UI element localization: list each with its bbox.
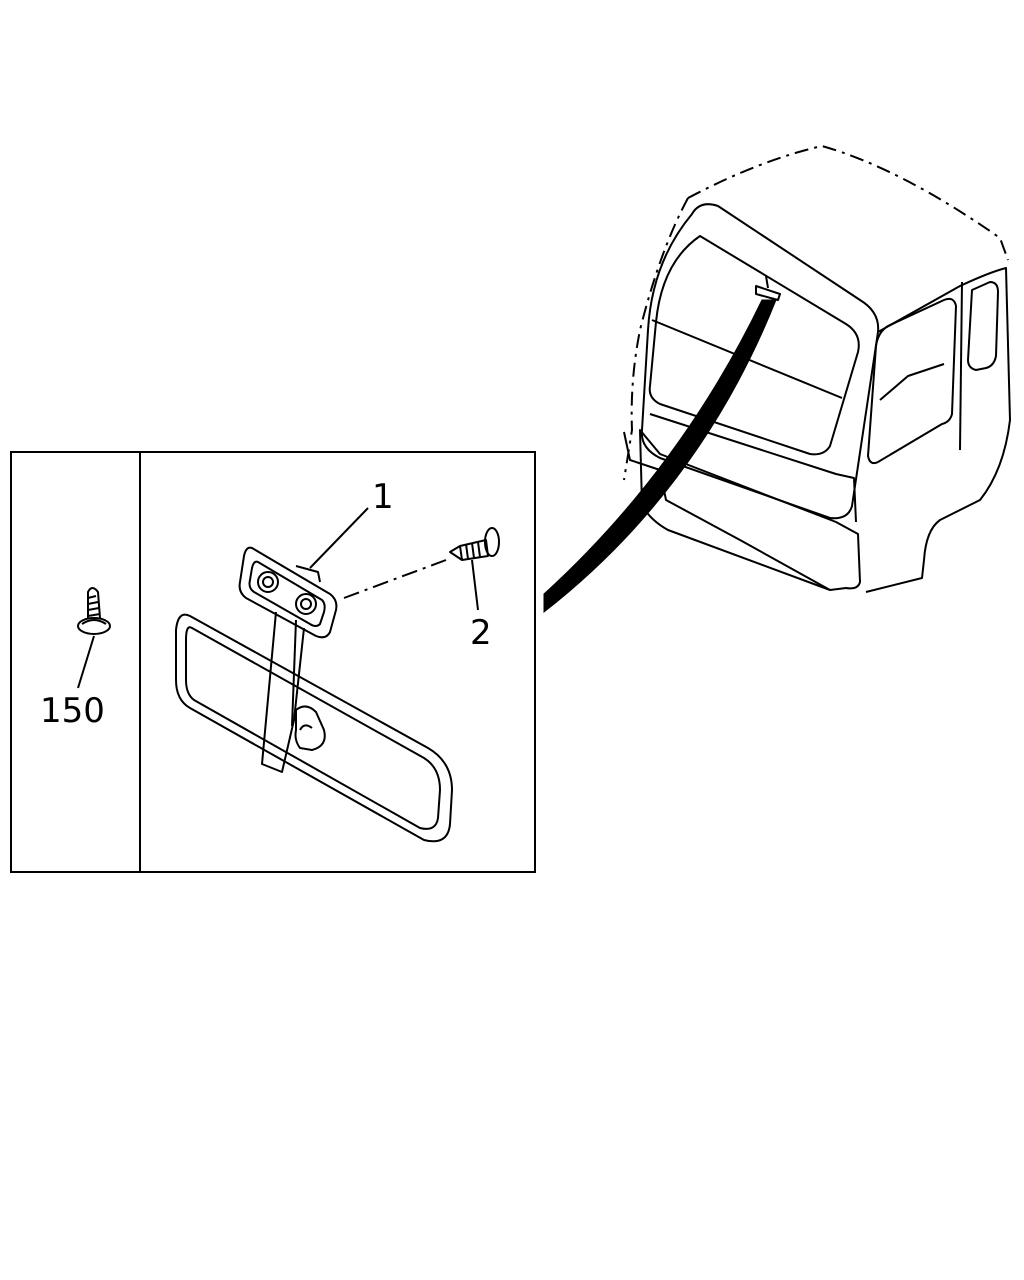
side-window: [867, 297, 957, 465]
mount-hole-left: [257, 571, 279, 593]
location-leader-band: [543, 299, 777, 614]
mount-hole-right: [295, 593, 317, 615]
rear-bumper: [639, 429, 861, 591]
mounting-base: [238, 546, 338, 639]
mirror-pivot: [294, 705, 326, 751]
assembly-line: [343, 559, 447, 599]
vehicle-roof-outline: [687, 145, 1009, 261]
hatch-lower-lip: [649, 413, 857, 523]
detail-frame: [10, 451, 536, 873]
mounting-base-inner: [248, 560, 326, 627]
clip-ribs: [87, 595, 101, 617]
mounting-base-tab: [295, 565, 321, 583]
clip-head: [77, 617, 111, 635]
detail-box: [10, 451, 536, 873]
vehicle-rear-view: [623, 145, 1011, 593]
rear-hatch-outline: [640, 203, 880, 520]
vehicle-left-edge: [623, 197, 689, 481]
mount-hole-left-inner: [262, 576, 274, 588]
vehicle-right-side: [865, 267, 1011, 593]
mirror-face: [185, 626, 441, 830]
callout-2: 2: [470, 613, 492, 653]
callout-2-leader: [471, 559, 479, 611]
mirror-body: [175, 613, 453, 843]
screw-threads: [465, 541, 481, 560]
callout-150: 150: [40, 691, 105, 731]
side-pillar-line: [959, 281, 963, 451]
clip-shank: [87, 587, 101, 619]
mirror-stem-edge: [291, 619, 297, 727]
screw-head: [484, 527, 500, 557]
rear-window: [648, 235, 860, 456]
screw-part-2: [449, 527, 500, 561]
mirror-pivot-cap: [299, 724, 313, 731]
clip-part-150: [77, 587, 111, 635]
mirror-assembly-part-1: [175, 546, 453, 843]
mount-hole-right-inner: [300, 598, 312, 610]
mirror-location-marker: [755, 275, 781, 301]
side-window-inner: [879, 363, 945, 401]
side-small-window: [967, 281, 999, 371]
callout-1-leader: [309, 507, 369, 569]
clip-leader-line: [77, 635, 95, 689]
callout-1: 1: [372, 477, 394, 517]
screw-tip: [449, 545, 463, 561]
clip-head-top: [81, 619, 107, 625]
mirror-stem: [261, 611, 305, 773]
